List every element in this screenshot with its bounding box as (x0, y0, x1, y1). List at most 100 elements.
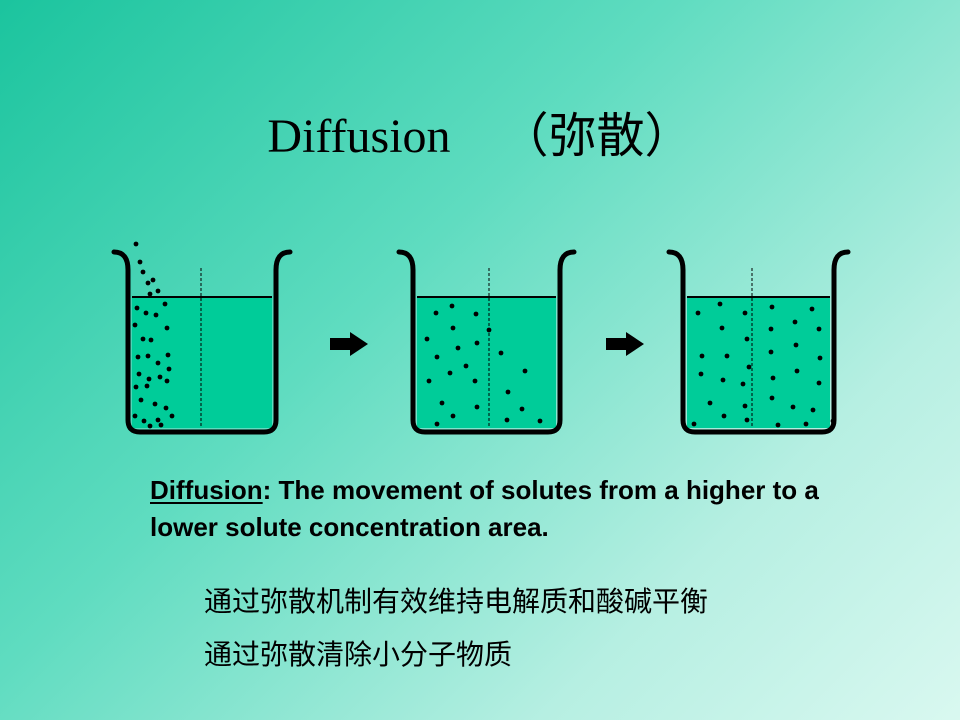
solute-particle (145, 280, 151, 286)
solute-particle (157, 374, 163, 380)
solute-particle (158, 422, 164, 428)
solute-particle (162, 301, 168, 307)
solute-particle (742, 310, 748, 316)
solute-particle (434, 354, 440, 360)
solute-particle (740, 381, 746, 387)
arrow-right-icon (606, 332, 644, 356)
solute-particle (794, 368, 800, 374)
beaker-equilibrium (666, 249, 851, 435)
solute-particle (144, 383, 150, 389)
solute-particle (775, 422, 781, 428)
solute-particle (816, 326, 822, 332)
solute-particle (698, 371, 704, 377)
solute-particle (133, 384, 139, 390)
solute-particle (152, 401, 158, 407)
beaker-water (687, 297, 830, 428)
solute-particle (147, 423, 153, 429)
solute-particle (695, 310, 701, 316)
solute-particle (426, 378, 432, 384)
solute-particle (140, 336, 146, 342)
solute-particle (169, 413, 175, 419)
solute-particle (816, 380, 822, 386)
solute-particle (472, 378, 478, 384)
solute-particle (434, 421, 440, 427)
solute-particle (770, 375, 776, 381)
solute-particle (793, 342, 799, 348)
solute-particle (132, 413, 138, 419)
definition-term: Diffusion (150, 475, 263, 505)
solute-particle (455, 345, 461, 351)
solute-particle (691, 421, 697, 427)
solute-particle (830, 418, 836, 424)
arrow-right-icon (330, 332, 368, 356)
slide-title: Diffusion（弥散） (0, 96, 960, 166)
solute-particle (155, 417, 161, 423)
solute-particle (450, 325, 456, 331)
solute-particle (138, 397, 144, 403)
solute-particle (817, 355, 823, 361)
solute-particle (164, 325, 170, 331)
solute-particle (150, 277, 156, 283)
beaker-outline (666, 249, 851, 435)
solute-particle (719, 325, 725, 331)
solute-particle (742, 403, 748, 409)
solute-particle (699, 353, 705, 359)
solute-particle (768, 349, 774, 355)
definition-body: : The movement of solutes from a higher … (150, 475, 819, 542)
beaker-during (396, 249, 577, 435)
solute-particle (707, 400, 713, 406)
solute-particle (134, 305, 140, 311)
solute-particle (133, 241, 139, 247)
solute-particle (140, 269, 146, 275)
solute-particle (136, 371, 142, 377)
solute-particle (463, 363, 469, 369)
solute-particle (163, 405, 169, 411)
solute-particle (809, 306, 815, 312)
solute-particle (473, 311, 479, 317)
bullet-electrolyte-balance: 通过弥散机制有效维持电解质和酸碱平衡 (204, 585, 709, 618)
solute-particle (810, 407, 816, 413)
bullet-small-molecule-clearance: 通过弥散清除小分子物质 (204, 638, 513, 671)
solute-particle (135, 354, 141, 360)
solute-particle (474, 404, 480, 410)
solute-particle (148, 337, 154, 343)
solute-particle (505, 389, 511, 395)
solute-particle (449, 303, 455, 309)
solute-particle (522, 368, 528, 374)
solute-particle (165, 352, 171, 358)
solute-particle (717, 301, 723, 307)
solute-particle (143, 310, 149, 316)
solute-particle (424, 336, 430, 342)
solute-particle (721, 413, 727, 419)
solute-particle (155, 288, 161, 294)
solute-particle (769, 395, 775, 401)
definition-text: Diffusion: The movement of solutes from … (150, 472, 870, 546)
beaker-water (132, 297, 272, 428)
solute-particle (790, 404, 796, 410)
solute-particle (155, 360, 161, 366)
solute-particle (433, 310, 439, 316)
solute-particle (792, 319, 798, 325)
solute-particle (768, 326, 774, 332)
beaker-before (111, 241, 293, 435)
solute-particle (519, 406, 525, 412)
solute-particle (720, 377, 726, 383)
solute-particle (166, 366, 172, 372)
beaker-outline (111, 249, 293, 435)
solute-particle (744, 336, 750, 342)
solute-particle (504, 417, 510, 423)
beaker-water (417, 297, 556, 428)
solute-particle (746, 364, 752, 370)
solute-particle (164, 378, 170, 384)
solute-particle (803, 421, 809, 427)
solute-particle (450, 413, 456, 419)
solute-particle (447, 370, 453, 376)
solute-particle (439, 400, 445, 406)
solute-particle (153, 312, 159, 318)
solute-particle (474, 340, 480, 346)
solute-particle (145, 353, 151, 359)
beaker-outline (396, 249, 577, 435)
title-english: Diffusion (267, 110, 451, 163)
